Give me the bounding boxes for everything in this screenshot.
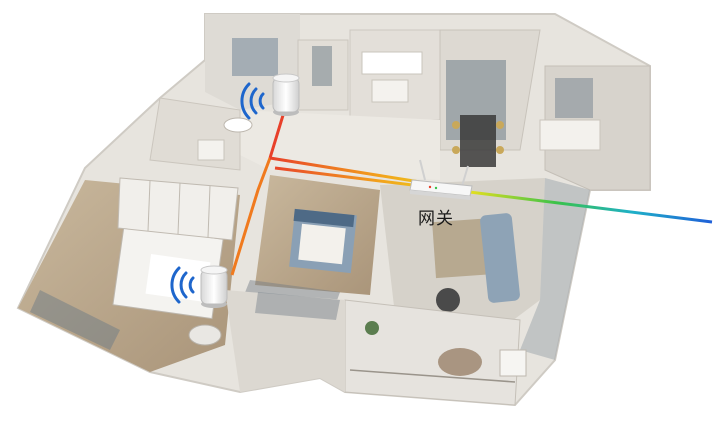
left-bedroom [18,180,240,372]
gateway-label: 网关 [418,209,454,229]
balcony [344,299,527,406]
mesh-node-top [272,73,300,116]
signal-line-top [268,111,286,159]
signal-line-left [230,157,272,276]
living-room [380,178,590,360]
bathroom-area [349,29,441,121]
dining-table [460,115,496,167]
left-bathroom [149,97,253,171]
wifi-router-icon [409,159,473,200]
signal-line-gateway [269,156,421,184]
mesh-node-left [200,265,228,308]
sofa [480,213,520,303]
signal-line-main [274,166,713,224]
window-frame [232,38,278,76]
right-kitchen-area [539,65,651,191]
signal-paths [230,111,713,276]
bottom-left-room [225,290,345,392]
wifi-waves-top [240,82,265,120]
wardrobe [117,177,239,241]
wifi-waves-left [170,266,195,304]
dining-area [439,29,541,167]
